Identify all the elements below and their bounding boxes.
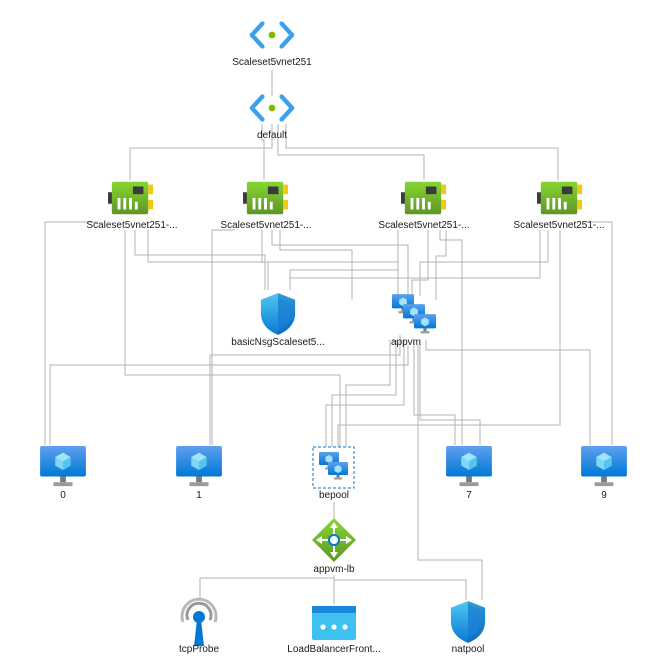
natpool-label: natpool	[451, 644, 485, 655]
bepool-node[interactable]	[312, 446, 355, 489]
frontend-ip-icon	[312, 606, 356, 640]
vm-label-9: 9	[601, 490, 607, 501]
nic-label-4: Scaleset5vnet251-...	[513, 220, 605, 231]
subnet-label: default	[256, 130, 288, 141]
nic-node-4[interactable]	[537, 181, 583, 215]
vm-label-0: 0	[60, 490, 66, 501]
vm-label-1: 1	[196, 490, 202, 501]
probe-label: tcpProbe	[178, 644, 220, 655]
bepool-label: bepool	[318, 490, 350, 501]
connector-lines	[44, 70, 613, 604]
vm-node-7[interactable]	[446, 446, 492, 487]
subnet-node[interactable]	[252, 97, 292, 120]
network-interface-icon	[537, 181, 583, 215]
nic-node-3[interactable]	[401, 181, 447, 215]
nic-node-2[interactable]	[243, 181, 289, 215]
virtual-machine-icon	[176, 446, 222, 487]
health-probe-icon	[180, 597, 218, 646]
nic-node-1[interactable]	[108, 181, 154, 215]
probe-node[interactable]	[180, 597, 218, 646]
nic-label-3: Scaleset5vnet251-...	[378, 220, 470, 231]
network-interface-icon	[401, 181, 447, 215]
lb-node[interactable]	[312, 518, 356, 562]
vmss-node[interactable]	[392, 294, 436, 334]
nic-label-1: Scaleset5vnet251-...	[86, 220, 178, 231]
vnet-label: Scaleset5vnet251	[232, 57, 312, 68]
frontend-label: LoadBalancerFront...	[287, 644, 381, 655]
vm-label-7: 7	[466, 490, 472, 501]
nsg-node[interactable]	[260, 293, 296, 335]
network-interface-icon	[108, 181, 154, 215]
nsg-label: basicNsgScaleset5...	[231, 337, 325, 348]
natpool-node[interactable]	[450, 601, 486, 643]
vm-scale-set-icon	[392, 294, 436, 334]
vnet-node[interactable]	[252, 24, 292, 47]
lb-label: appvm-lb	[313, 564, 355, 575]
virtual-network-icon	[252, 24, 292, 47]
frontend-node[interactable]	[312, 606, 356, 640]
virtual-machine-icon	[446, 446, 492, 487]
load-balancer-icon	[312, 518, 356, 562]
network-security-group-icon	[260, 293, 296, 335]
vm-node-0[interactable]	[40, 446, 86, 487]
virtual-machine-icon	[40, 446, 86, 487]
vm-node-9[interactable]	[581, 446, 627, 487]
network-interface-icon	[243, 181, 289, 215]
nic-label-2: Scaleset5vnet251-...	[220, 220, 312, 231]
subnet-icon	[252, 97, 292, 120]
virtual-machine-icon	[581, 446, 627, 487]
vmss-label: appvm	[390, 337, 422, 348]
nat-pool-icon	[450, 601, 486, 643]
vm-node-1[interactable]	[176, 446, 222, 487]
